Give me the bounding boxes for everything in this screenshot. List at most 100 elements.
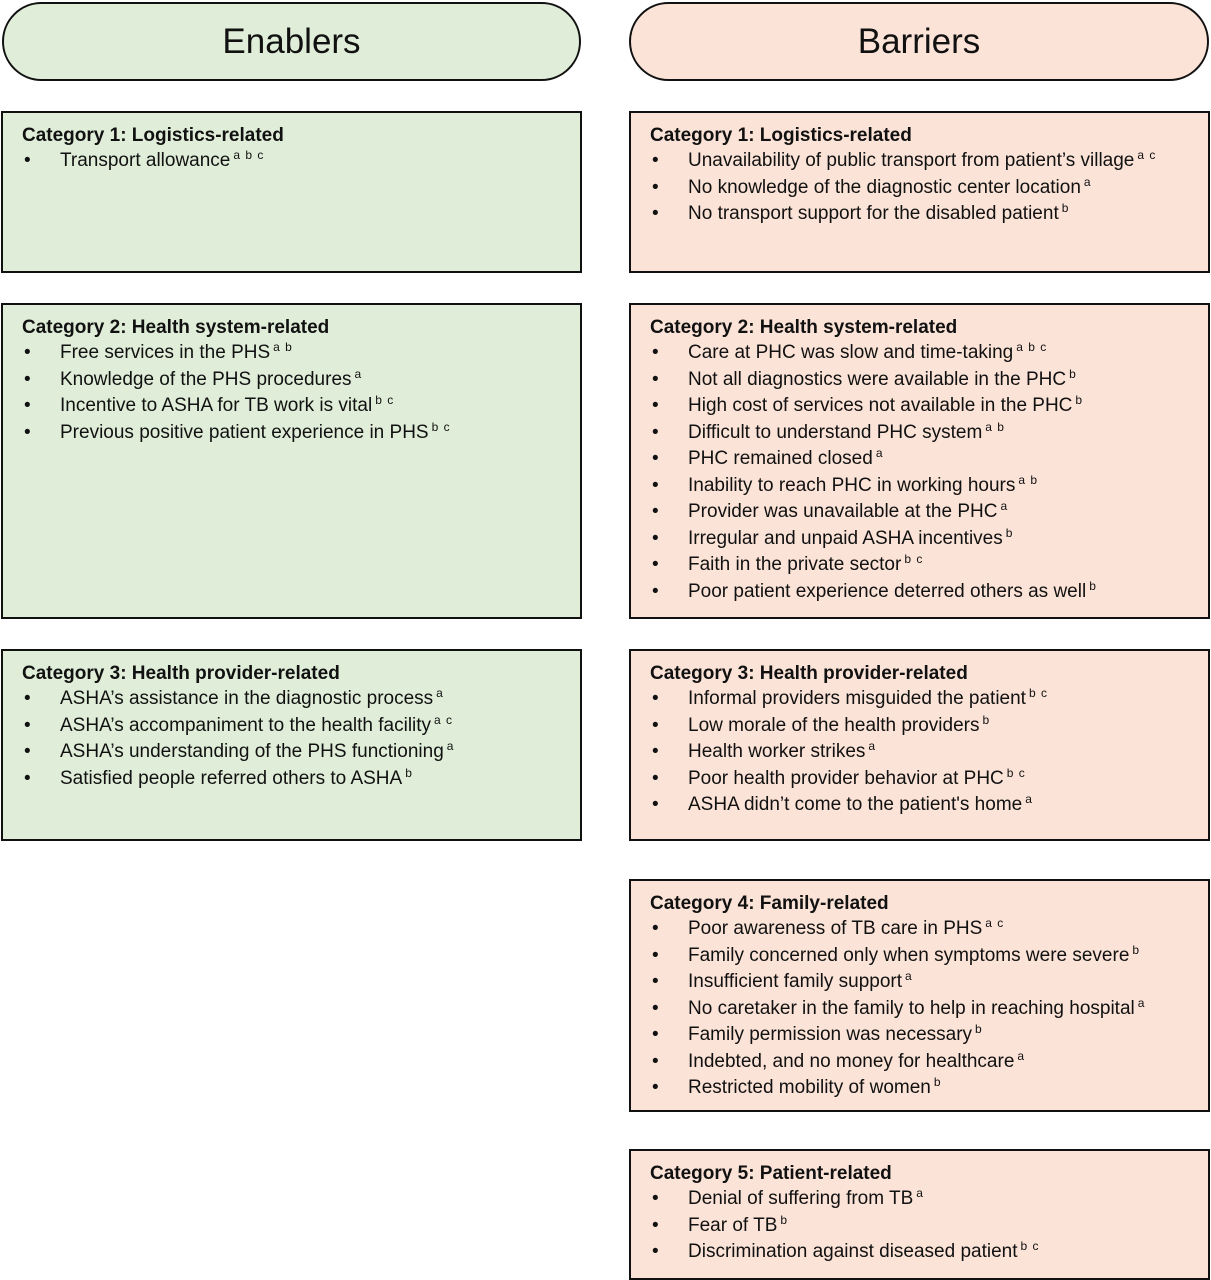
item-text: Not all diagnostics were available in th… xyxy=(688,368,1067,390)
category-title: Category 1: Logistics-related xyxy=(650,125,912,146)
item-source-superscript: a xyxy=(1025,792,1033,806)
item-text: Poor patient experience deterred others … xyxy=(688,580,1087,602)
item-source-superscript: a xyxy=(446,739,455,753)
item-text: Provider was unavailable at the PHC xyxy=(688,501,998,522)
item-text: Incentive to ASHA for TB work is vital xyxy=(60,395,373,416)
category-title: Category 2: Health system-related xyxy=(22,317,330,338)
barriers-category-4-box: Category 4: Family-related•Poor awarenes… xyxy=(629,879,1210,1112)
item-source-superscript: b xyxy=(1061,201,1070,215)
item-source-superscript: b xyxy=(1069,366,1077,381)
enablers-category-2-box: Category 2: Health system-related • Free s… xyxy=(1,303,582,619)
list-item: • Not all diagnostics were available in t… xyxy=(650,367,1190,394)
item-text: Poor awareness of TB care in PHS xyxy=(688,918,983,939)
item-source-superscript: a b xyxy=(1018,472,1039,487)
item-text: Inability to reach PHC in working hours xyxy=(688,474,1016,496)
barriers-header: Barriers xyxy=(629,2,1209,81)
category-item-list: • Unavailability of public transport from… xyxy=(650,148,1190,228)
barriers-category-2-box: Category 2: Health system-related•Care a… xyxy=(629,303,1210,619)
item-text: Free services in the PHS xyxy=(60,342,271,363)
item-text: Irregular and unpaid ASHA incentives xyxy=(688,527,1003,549)
item-text: Denial of suffering from TB xyxy=(688,1188,914,1209)
list-item: • Previous positive patient experience in… xyxy=(22,420,562,447)
bullet-icon: • xyxy=(652,474,659,496)
list-item: •ASHA’s accompaniment to the health faci… xyxy=(22,713,562,740)
bullet-icon: • xyxy=(652,1214,659,1236)
item-source-superscript: a xyxy=(1083,174,1092,189)
item-text: Transport allowance xyxy=(60,150,231,171)
list-item: •ASHA’s understanding of the PHS functio… xyxy=(22,739,562,766)
item-text: No transport support for the disabled pa… xyxy=(688,203,1059,224)
bullet-icon: • xyxy=(24,395,31,416)
bullet-icon: • xyxy=(24,688,31,709)
bullet-icon: • xyxy=(652,944,659,966)
list-item: • No transport support for the disabled p… xyxy=(650,201,1190,228)
item-source-superscript: a xyxy=(916,1186,924,1200)
item-source-superscript: b c xyxy=(1028,686,1048,700)
bullet-icon: • xyxy=(652,203,659,224)
item-source-superscript: a xyxy=(436,686,444,700)
list-item: • Informal providers misguided the patien… xyxy=(650,686,1190,713)
item-text: Previous positive patient experience in … xyxy=(60,421,429,443)
bullet-icon: • xyxy=(652,1050,659,1072)
bullet-icon: • xyxy=(652,1188,659,1209)
category-title: Category 1: Logistics-related xyxy=(22,125,284,146)
item-text: Satisfied people referred others to ASHA xyxy=(60,767,403,789)
list-item: • Family concerned only when symptoms wer… xyxy=(650,943,1190,970)
bullet-icon: • xyxy=(652,714,659,736)
bullet-icon: • xyxy=(652,368,659,390)
bullet-icon: • xyxy=(652,741,659,762)
bullet-icon: • xyxy=(652,794,659,815)
item-text: Informal providers misguided the patient xyxy=(688,688,1026,709)
bullet-icon: • xyxy=(652,342,659,363)
barriers-category-5-box: Category 5: Patient-related • Denial of su… xyxy=(629,1149,1210,1280)
enablers-category-3-box: Category 3: Health provider-related•ASHA… xyxy=(1,649,582,841)
item-text: Family concerned only when symptoms were… xyxy=(688,944,1130,966)
bullet-icon: • xyxy=(652,501,659,522)
item-source-superscript: a b c xyxy=(1016,340,1048,354)
bullet-icon: • xyxy=(652,1024,659,1045)
list-item: •Discrimination against diseased patient… xyxy=(650,1239,1190,1266)
bullet-icon: • xyxy=(652,421,659,443)
item-text: ASHA’s assistance in the diagnostic proc… xyxy=(60,688,434,709)
bullet-icon: • xyxy=(652,688,659,709)
item-text: Unavailability of public transport from … xyxy=(688,150,1135,171)
bullet-icon: • xyxy=(24,421,31,443)
category-title: Category 5: Patient-related xyxy=(650,1163,892,1184)
item-text: No caretaker in the family to help in re… xyxy=(688,997,1135,1019)
item-text: Indebted, and no money for healthcare xyxy=(688,1050,1015,1072)
item-text: Fear of TB xyxy=(688,1214,778,1236)
bullet-icon: • xyxy=(24,150,31,171)
item-source-superscript: b xyxy=(1132,942,1141,957)
barriers-category-1-box: Category 1: Logistics-related • Unavailabi… xyxy=(629,111,1210,273)
item-source-superscript: a xyxy=(905,969,913,983)
barriers-category-3-box: Category 3: Health provider-related•Info… xyxy=(629,649,1210,841)
item-text: PHC remained closed xyxy=(688,448,873,469)
item-source-superscript: b xyxy=(975,1022,983,1036)
bullet-icon: • xyxy=(652,767,659,789)
item-source-superscript: b c xyxy=(431,419,451,434)
item-source-superscript: a xyxy=(868,739,877,753)
bullet-icon: • xyxy=(652,176,659,198)
list-item: •Unavailability of public transport from… xyxy=(650,148,1190,175)
list-item: •No knowledge of the diagnostic center l… xyxy=(650,175,1190,202)
